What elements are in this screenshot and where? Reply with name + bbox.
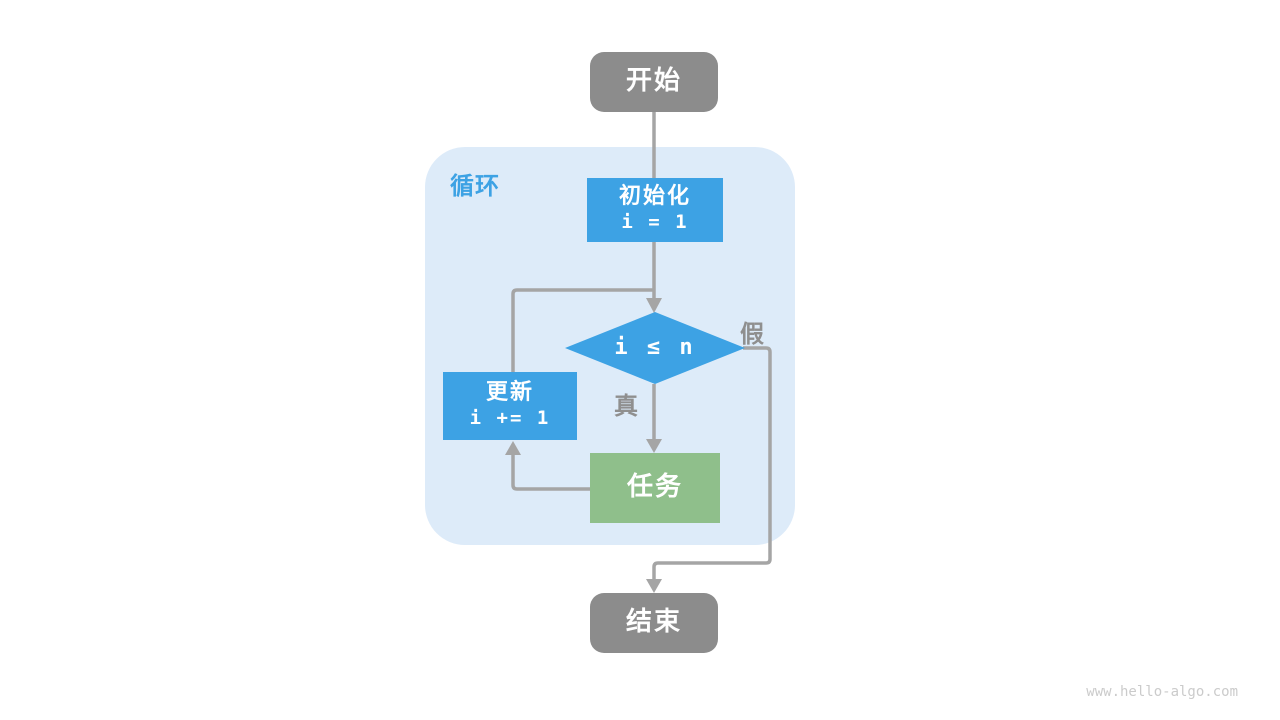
watermark-url: www.hello-algo.com	[1086, 684, 1238, 700]
node-init: 初始化 i = 1	[587, 178, 723, 242]
node-task: 任务	[590, 453, 720, 523]
edge-label-true: 真	[614, 392, 638, 420]
node-init-code: i = 1	[621, 211, 689, 234]
edge-label-false: 假	[740, 320, 764, 348]
node-update-label: 更新	[485, 379, 534, 405]
edge-task-to-update	[511, 455, 590, 491]
loop-region-label: 循环	[450, 172, 500, 200]
arrowhead-into-end	[646, 579, 662, 593]
edge-update-to-main	[511, 288, 654, 372]
arrowhead-into-update	[505, 441, 521, 455]
node-start: 开始	[590, 52, 718, 112]
node-end: 结束	[590, 593, 718, 653]
node-start-label: 开始	[625, 66, 682, 97]
node-update-code: i += 1	[469, 407, 551, 430]
arrowhead-into-condition	[646, 298, 662, 313]
arrowhead-into-task	[646, 439, 662, 453]
node-init-label: 初始化	[618, 183, 691, 209]
node-end-label: 结束	[625, 607, 682, 638]
node-condition-code: i ≤ n	[614, 335, 696, 361]
node-update: 更新 i += 1	[443, 372, 577, 440]
edge-condition-to-end	[652, 346, 772, 579]
node-task-label: 任务	[626, 472, 683, 503]
